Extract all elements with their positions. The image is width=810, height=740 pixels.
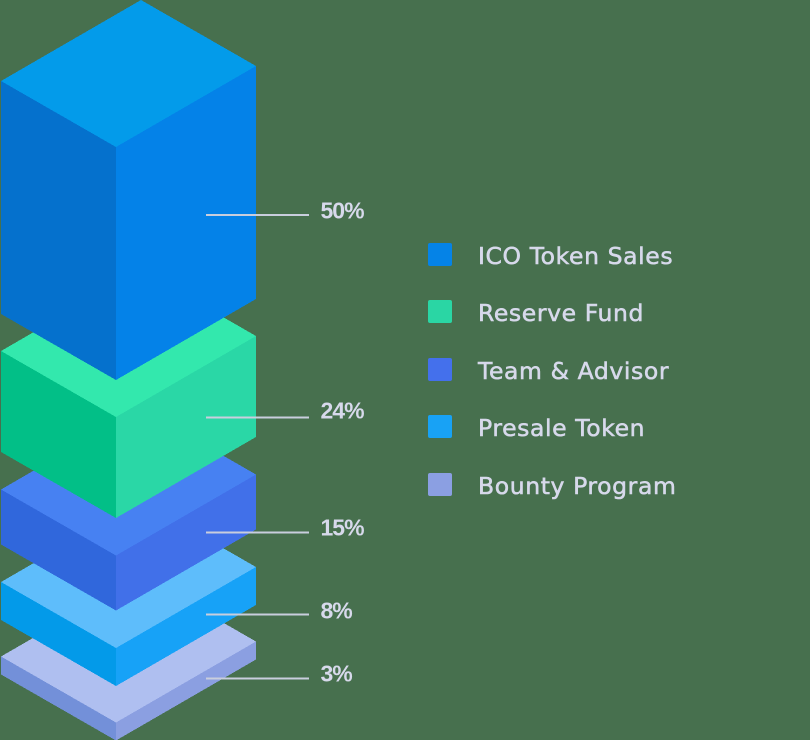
callout-line-3: [206, 613, 309, 616]
legend-label-presale: Presale Token: [478, 414, 646, 443]
pct-label-presale: 8%: [320, 597, 353, 624]
legend-swatch-team: [428, 357, 452, 381]
legend-swatch-presale: [428, 415, 452, 438]
legend-label-bounty: Bounty Program: [478, 471, 677, 500]
block-left-face-1: [1, 351, 116, 518]
legend-swatch-reserve: [428, 300, 452, 323]
legend-label-team: Team & Advisor: [478, 356, 670, 385]
legend-item-presale: Presale Token: [428, 413, 646, 443]
legend-label-ico: ICO Token Sales: [478, 241, 674, 270]
legend-swatch-ico: [428, 242, 452, 266]
callout-line-2: [206, 531, 309, 534]
legend-swatch-bounty: [428, 472, 452, 496]
block-right-face-1: [116, 336, 256, 518]
legend-item-reserve: Reserve Fund: [428, 298, 645, 328]
callout-line-0: [206, 214, 309, 217]
legend-label-reserve: Reserve Fund: [478, 299, 645, 328]
block-right-face-3: [116, 567, 256, 686]
block-left-face-2: [1, 489, 116, 611]
legend-item-bounty: Bounty Program: [428, 470, 677, 500]
pct-label-team: 15%: [320, 514, 365, 541]
block-left-face-0: [1, 81, 116, 380]
block-left-face-4: [1, 656, 116, 740]
block-right-face-4: [116, 641, 256, 740]
callout-line-4: [206, 677, 309, 680]
block-top-face-0: [1, 0, 256, 147]
pct-label-reserve: 24%: [320, 397, 365, 424]
block-right-face-0: [116, 66, 256, 380]
callout-line-1: [206, 416, 309, 419]
block-right-face-2: [116, 474, 256, 611]
block-left-face-3: [1, 582, 116, 686]
legend-item-ico: ICO Token Sales: [428, 240, 674, 270]
legend-item-team: Team & Advisor: [428, 355, 670, 385]
pct-label-ico: 50%: [320, 197, 365, 223]
pct-label-bounty: 3%: [320, 660, 353, 687]
